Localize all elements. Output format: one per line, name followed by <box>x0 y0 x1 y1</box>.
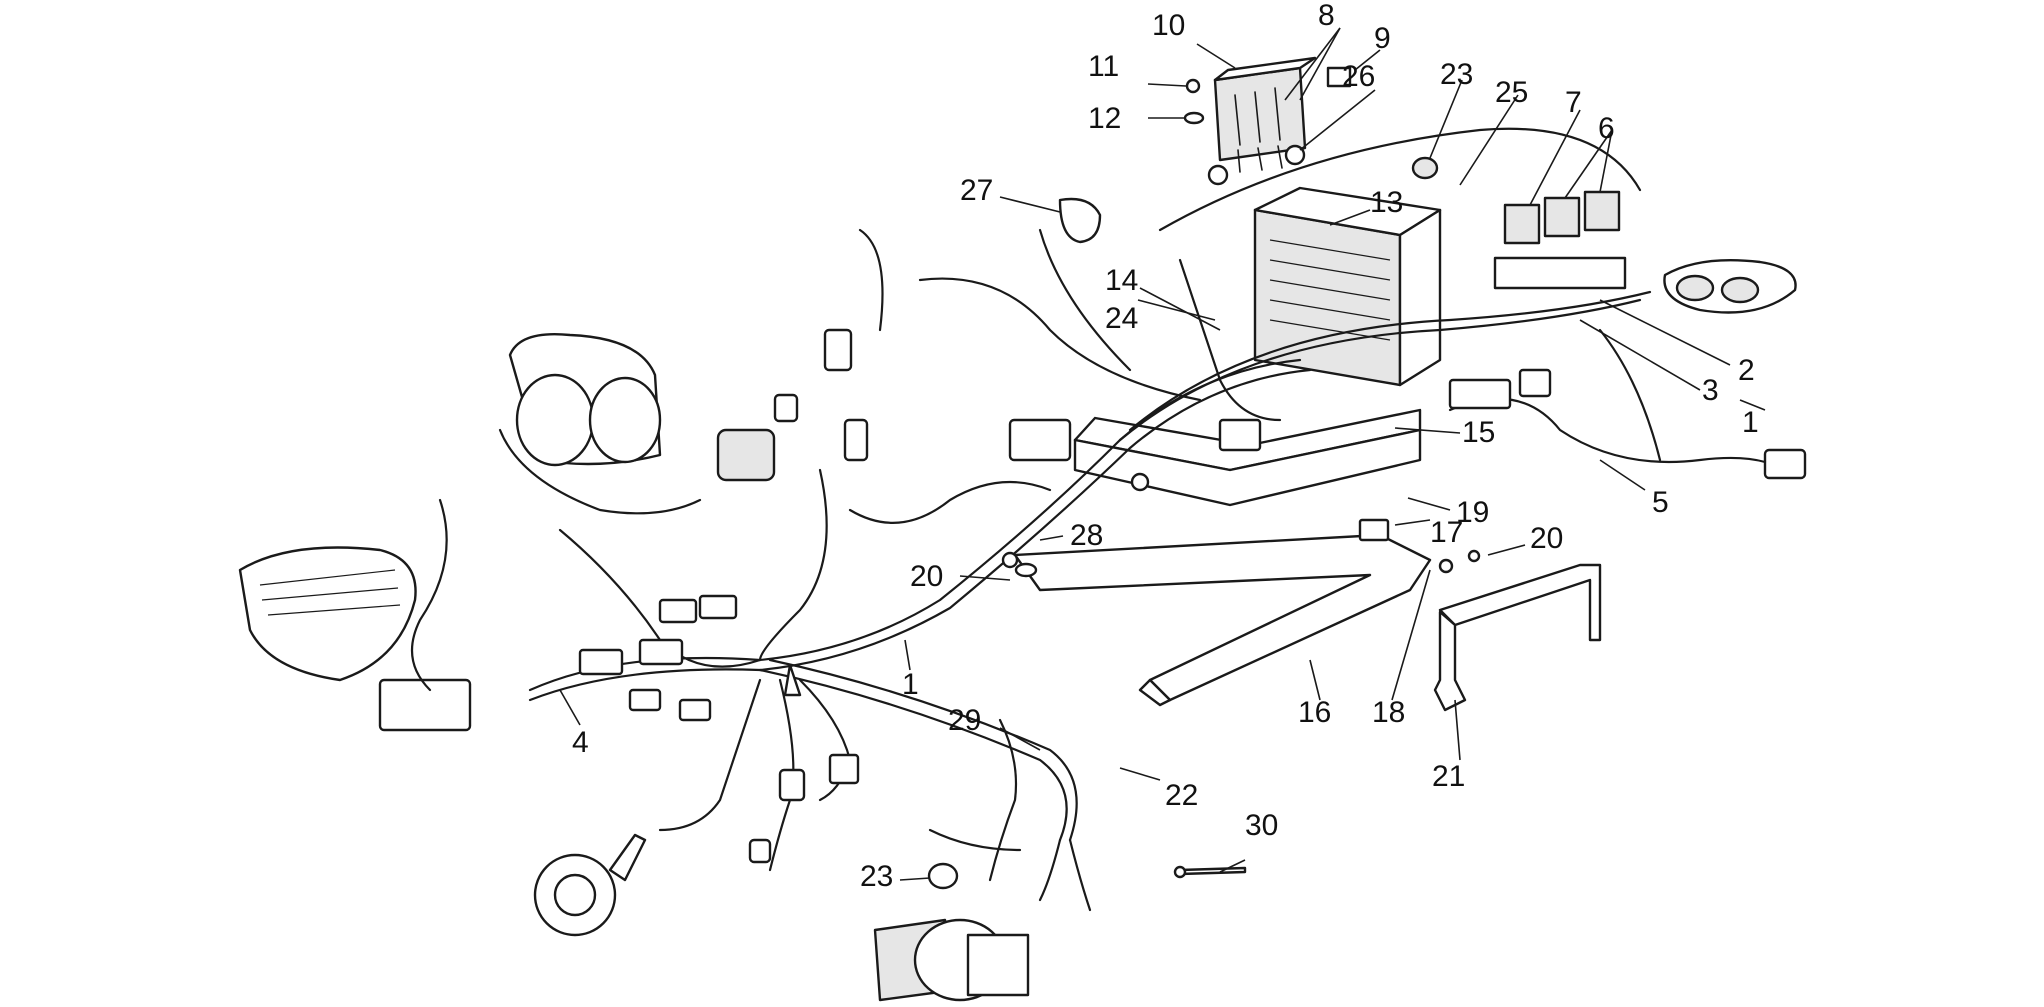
callout-14: 14 <box>1105 264 1138 297</box>
connector-blocks <box>578 328 1552 785</box>
support-frame <box>1013 533 1432 707</box>
callout-3: 3 <box>1702 374 1719 407</box>
callout-15: 15 <box>1462 416 1495 449</box>
callout-26: 26 <box>1342 60 1375 93</box>
callout-23-bottom: 23 <box>860 860 893 893</box>
callout-12: 12 <box>1088 102 1121 135</box>
regulator-box <box>378 678 472 732</box>
leader-lines <box>559 27 1766 881</box>
callout-10: 10 <box>1152 9 1185 42</box>
callout-27: 27 <box>960 174 993 207</box>
callout-19: 19 <box>1456 496 1489 529</box>
callout-labels: 10 8 9 11 12 26 23 25 7 6 27 13 14 24 2 … <box>572 0 1759 893</box>
fuse-box <box>1213 56 1317 173</box>
callout-20-right: 20 <box>1530 522 1563 555</box>
screw-and-washer <box>1183 78 1205 125</box>
callout-8: 8 <box>1318 0 1335 32</box>
starter-motor <box>873 918 1030 1002</box>
callout-22: 22 <box>1165 779 1198 812</box>
horn <box>533 833 647 937</box>
battery-tray <box>1073 408 1422 507</box>
relays <box>1493 190 1627 290</box>
callout-1-center: 1 <box>902 668 919 701</box>
callout-13: 13 <box>1370 186 1403 219</box>
condenser <box>716 393 799 482</box>
callout-28: 28 <box>1070 519 1103 552</box>
callout-1-right: 1 <box>1742 406 1759 439</box>
rear-connector <box>1763 448 1807 480</box>
callout-30: 30 <box>1245 809 1278 842</box>
instrument-cluster <box>508 333 662 467</box>
callout-29: 29 <box>948 704 981 737</box>
headlight <box>238 546 417 682</box>
callout-25: 25 <box>1495 76 1528 109</box>
callout-9: 9 <box>1374 22 1391 55</box>
side-stand-switch <box>1433 563 1602 712</box>
tail-light <box>1663 259 1797 314</box>
callout-21: 21 <box>1432 760 1465 793</box>
callout-18: 18 <box>1372 696 1405 729</box>
callout-6: 6 <box>1598 112 1615 145</box>
callout-24: 24 <box>1105 302 1138 335</box>
callout-11: 11 <box>1088 50 1119 83</box>
callout-17: 17 <box>1430 516 1463 549</box>
callout-16: 16 <box>1298 696 1331 729</box>
terminals <box>748 144 1481 890</box>
battery <box>1253 186 1442 387</box>
callout-20-left: 20 <box>910 560 943 593</box>
callout-5: 5 <box>1652 486 1669 519</box>
fuse-clip <box>1326 66 1352 88</box>
callout-23-top: 23 <box>1440 58 1473 91</box>
callout-2: 2 <box>1738 354 1755 387</box>
callout-4: 4 <box>572 726 589 759</box>
callout-7: 7 <box>1565 86 1582 119</box>
